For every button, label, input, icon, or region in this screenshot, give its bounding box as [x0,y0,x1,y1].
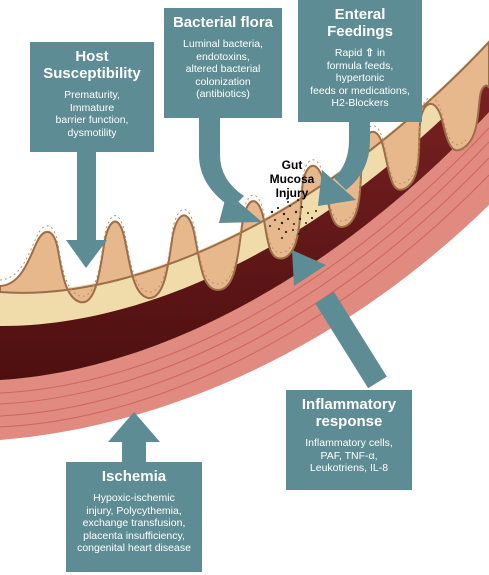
injury-speckles [269,199,317,239]
ischemia-text: Hypoxic-ischemic injury, Polycythemia, e… [77,492,191,555]
enteral-text-before: Rapid [334,47,363,59]
ischemia-title: Ischemia [101,468,167,485]
inflammatory-response-box: Inflammatory response Inflammatory cells… [286,390,412,490]
inflammatory-response-text: Inflammatory cells, PAF, TNF-α, Leukotri… [305,437,393,475]
host-susceptibility-text: Prematurity, Immature barrier function, … [55,89,129,139]
submucosa-layer [0,40,489,327]
host-arrow-head [66,240,107,268]
enteral-feedings-title: Enteral Feedings [327,6,393,40]
muscularis-layer [0,70,489,380]
enteral-feedings-text: Rapid ⇧ in formula feeds, hypertonic fee… [304,47,416,110]
up-arrow-icon: ⇧ [365,47,375,59]
host-susceptibility-title: Host Susceptibility [43,48,141,82]
inflammatory-arrow-head [292,250,326,286]
serosa-layer [0,110,489,440]
ischemia-box: Ischemia Hypoxic-ischemic injury, Polycy… [66,462,202,572]
enteral-arrow-head [318,170,356,206]
bacterial-arrow-shaft [199,110,244,208]
bacterial-flora-text: Luminal bacteria, endotoxins, altered ba… [183,38,263,101]
enteral-feedings-box: Enteral Feedings Rapid ⇧ in formula feed… [298,0,422,122]
bacterial-flora-title: Bacterial flora [172,14,274,31]
enteral-arrow-shaft [334,116,370,190]
serosa-stripes [0,127,489,428]
bacterial-flora-box: Bacterial flora Luminal bacteria, endoto… [164,8,282,118]
host-arrow-shaft [77,140,96,242]
enteral-text-after: in formula feeds, hypertonic feeds or me… [310,47,410,110]
ischemia-arrow-shaft [122,438,146,464]
inflammatory-arrow-shaft [315,291,387,389]
ischemia-arrow-head [108,412,160,442]
arrows [66,110,387,464]
bacterial-arrow-head [219,192,262,223]
gut-mucosa-injury-label: Gut Mucosa Injury [269,158,315,200]
villi-inner-line [0,97,467,297]
host-susceptibility-box: Host Susceptibility Prematurity, Immatur… [30,42,154,152]
inflammatory-response-title: Inflammatory response [301,396,397,430]
